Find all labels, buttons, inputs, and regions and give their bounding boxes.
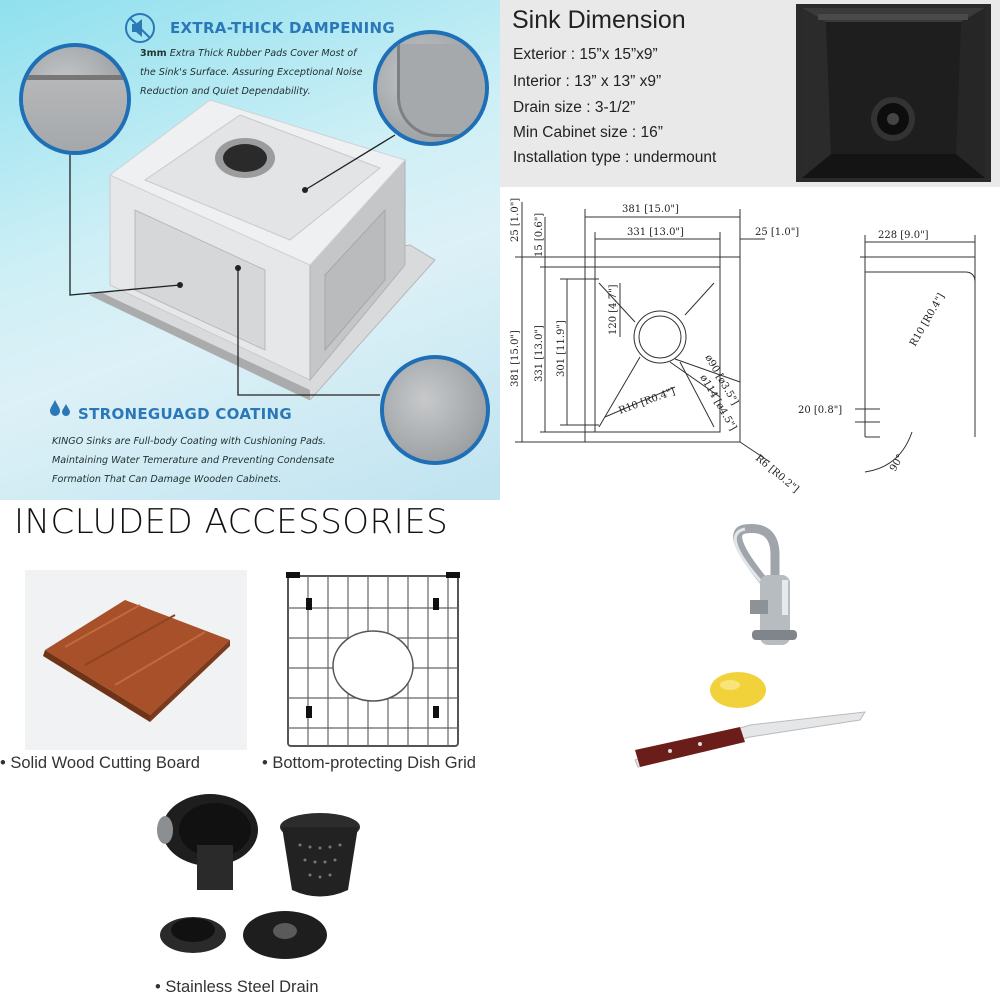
technical-drawing: 381 [15.0"] 331 [13.0"] 25 [1.0"] 25 [1.… — [500, 187, 1000, 500]
dim-top-inner: 331 [13.0"] — [627, 227, 684, 238]
dim-angle: 90° — [888, 453, 906, 474]
dim-flange: 20 [0.8"] — [798, 405, 842, 416]
coating-line-2: Maintaining Water Temerature and Prevent… — [52, 455, 335, 466]
steel-drain-image — [145, 785, 390, 975]
dim-right-rim: 25 [1.0"] — [755, 227, 799, 238]
dim-left-rim-outer: 25 [1.0"] — [510, 198, 521, 242]
dampening-title: EXTRA-THICK DAMPENING — [170, 19, 395, 37]
dampening-line-1: Extra Thick Rubber Pads Cover Most of — [166, 48, 357, 59]
spec-interior: Interior : 13” x 13” x9” — [513, 73, 662, 90]
cutting-board-image — [25, 570, 247, 750]
spec-installation: Installation type : undermount — [513, 149, 717, 166]
dim-inner-radius: R10 [R0.4"] — [617, 386, 677, 417]
connector-lines — [69, 134, 396, 396]
dim-left-rim-inner: 15 [0.6"] — [534, 213, 545, 257]
dim-side-bottom: 301 [11.9"] — [556, 320, 567, 377]
black-sink-photo — [796, 4, 991, 182]
zoom-circle-right — [373, 30, 489, 146]
spec-exterior: Exterior : 15”x 15”x9” — [513, 46, 658, 63]
dimension-panel: Sink Dimension Exterior : 15”x 15”x9” In… — [500, 0, 1000, 187]
water-drops-icon — [50, 400, 70, 416]
feature-panel: EXTRA-THICK DAMPENING 3mm Extra Thick Ru… — [0, 0, 500, 500]
coating-text: KINGO Sinks are Full-body Coating with C… — [52, 432, 334, 489]
zoom-circle-left — [19, 43, 131, 155]
spec-drain-size: Drain size : 3-1/2” — [513, 99, 636, 116]
sink-illustration — [88, 100, 436, 400]
caption-steel-drain: • Stainless Steel Drain — [155, 978, 319, 996]
dim-profile-radius: R10 [R0.4"] — [908, 292, 947, 349]
dim-top-overall: 381 [15.0"] — [622, 204, 679, 215]
dimension-title: Sink Dimension — [512, 6, 686, 34]
dim-depth: 228 [9.0"] — [878, 230, 929, 241]
dim-drain-offset: 120 [4.7"] — [608, 284, 619, 335]
dim-side-overall: 381 [15.0"] — [510, 330, 521, 387]
dampening-line-2: the Sink's Surface. Assuring Exceptional… — [140, 67, 363, 78]
caption-cutting-board: • Solid Wood Cutting Board — [0, 754, 200, 772]
dish-grid-image — [278, 568, 468, 754]
speaker-muted-icon — [125, 13, 155, 43]
coating-line-3: Formation That Can Damage Wooden Cabinet… — [52, 474, 282, 485]
dampening-text: 3mm Extra Thick Rubber Pads Cover Most o… — [140, 44, 363, 101]
dim-side-inner: 331 [13.0"] — [534, 325, 545, 382]
accessories-heading: INCLUDED ACCESSORIES — [14, 502, 449, 542]
faucet-lemon-knife-image — [634, 524, 866, 768]
dampening-line-3: Reduction and Quiet Dependability. — [140, 86, 311, 97]
dim-outer-radius: R6 [R0.2"] — [753, 453, 801, 495]
spec-min-cabinet: Min Cabinet size : 16” — [513, 124, 663, 141]
zoom-circle-bottom — [380, 355, 490, 465]
caption-dish-grid: • Bottom-protecting Dish Grid — [262, 754, 476, 772]
dampening-lead: 3mm — [140, 48, 167, 59]
coating-title: STRONEGUAGD COATING — [78, 405, 292, 423]
coating-line-1: KINGO Sinks are Full-body Coating with C… — [52, 436, 326, 447]
